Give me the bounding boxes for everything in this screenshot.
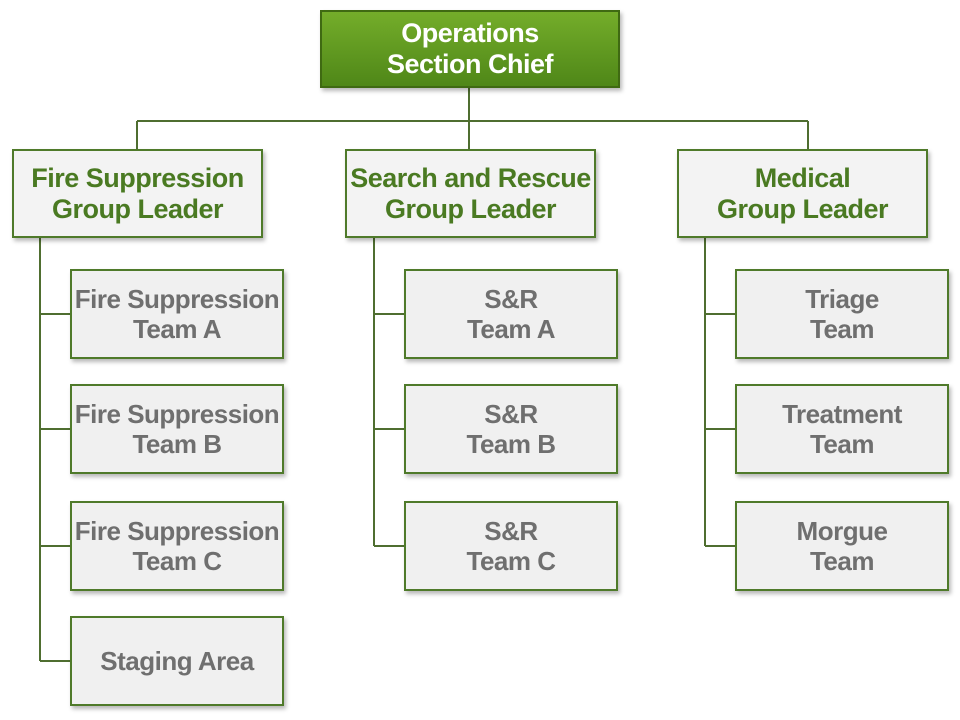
search-and-rescue-group-leader-box: Search and Rescue Group Leader: [345, 149, 596, 238]
sar-team-a-box: S&R Team A: [404, 269, 618, 359]
sar-team-c-box: S&R Team C: [404, 501, 618, 591]
fire-suppression-team-a-box: Fire Suppression Team A: [70, 269, 284, 359]
sar-team-b-box: S&R Team B: [404, 384, 618, 474]
morgue-team-label: Morgue Team: [796, 516, 888, 576]
operations-section-chief-box: Operations Section Chief: [320, 10, 620, 88]
sar-team-a-label: S&R Team A: [466, 284, 556, 344]
sar-team-b-label: S&R Team B: [466, 399, 557, 459]
fire-suppression-group-leader-label: Fire Suppression Group Leader: [31, 162, 244, 224]
staging-area-label: Staging Area: [100, 646, 254, 676]
treatment-team-label: Treatment Team: [782, 399, 902, 459]
fire-suppression-team-c-label: Fire Suppression Team C: [74, 516, 280, 576]
fire-suppression-team-a-label: Fire Suppression Team A: [74, 284, 280, 344]
triage-team-box: Triage Team: [735, 269, 949, 359]
fire-suppression-team-c-box: Fire Suppression Team C: [70, 501, 284, 591]
fire-suppression-team-b-box: Fire Suppression Team B: [70, 384, 284, 474]
staging-area-box: Staging Area: [70, 616, 284, 706]
fire-suppression-team-b-label: Fire Suppression Team B: [74, 399, 280, 459]
operations-section-chief-label: Operations Section Chief: [386, 18, 554, 79]
triage-team-label: Triage Team: [805, 284, 879, 344]
sar-team-c-label: S&R Team C: [466, 516, 557, 576]
fire-suppression-group-leader-box: Fire Suppression Group Leader: [12, 149, 263, 238]
search-and-rescue-group-leader-label: Search and Rescue Group Leader: [350, 162, 591, 224]
medical-group-leader-box: Medical Group Leader: [677, 149, 928, 238]
medical-group-leader-label: Medical Group Leader: [716, 162, 889, 224]
morgue-team-box: Morgue Team: [735, 501, 949, 591]
treatment-team-box: Treatment Team: [735, 384, 949, 474]
